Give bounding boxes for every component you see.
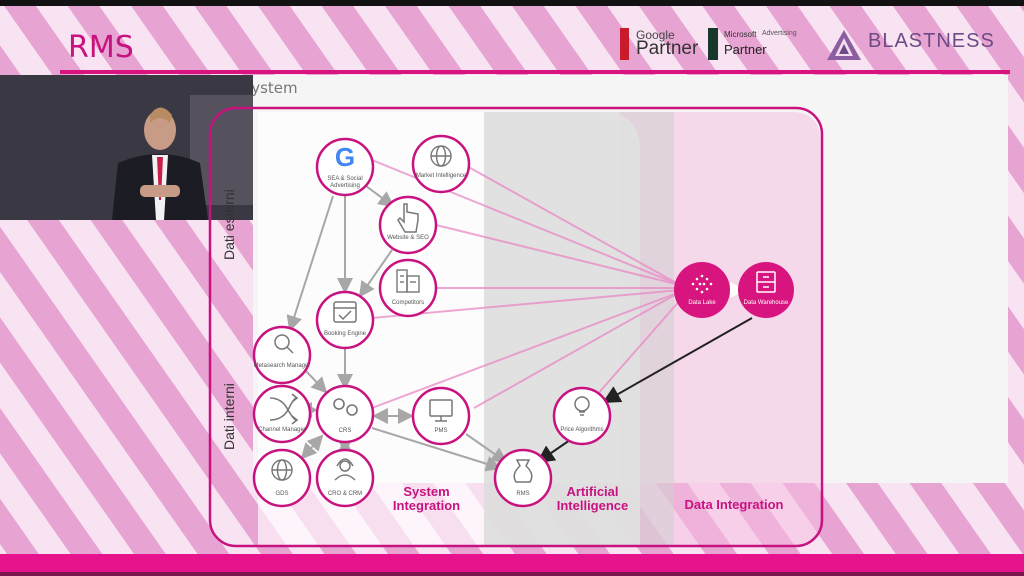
- microsoft-word: Microsoft: [724, 30, 757, 39]
- google-word: Google: [636, 28, 675, 42]
- competitors-node: [378, 258, 438, 318]
- rms-node: [493, 448, 553, 508]
- channel-node: [252, 384, 312, 444]
- external-data-axis-label: Dati esterni: [221, 189, 237, 260]
- website-node: [378, 195, 438, 255]
- google-icon: G: [335, 142, 355, 172]
- headset-icon: [334, 458, 356, 481]
- price-node: [552, 386, 612, 446]
- warehouse-label: Data Warehouse: [743, 300, 789, 306]
- globe-grid-icon: [271, 459, 293, 481]
- booking-node: [315, 290, 375, 350]
- metasearch-node: [252, 325, 312, 385]
- gds-node: [252, 448, 312, 508]
- rms-label: RMS: [516, 491, 530, 497]
- data-integration-label: Data Integration: [684, 497, 784, 512]
- datalake-label: Data Lake: [688, 300, 716, 306]
- svg-text:G: G: [335, 142, 355, 172]
- sea-node: [315, 137, 375, 197]
- microsoft-badge-stripe: [708, 28, 718, 60]
- money-bag-icon: [513, 459, 533, 483]
- warehouse-to-price-arrow: [602, 317, 753, 403]
- globe-icon: [430, 145, 452, 167]
- sea-label: SEA & Social Advertising: [327, 176, 363, 189]
- google-badge-stripe: [620, 28, 629, 60]
- cro-node: [315, 448, 375, 508]
- top-bar: [0, 0, 1024, 6]
- map-pin-icon: [274, 334, 294, 354]
- lightbulb-icon: [574, 396, 590, 416]
- system-integration-label: System Integration: [392, 484, 461, 513]
- cro-label: CRO & CRM: [327, 491, 363, 497]
- header-divider: [60, 70, 1010, 74]
- bottom-line: [0, 572, 1024, 576]
- channel-label: Channel Manager: [258, 427, 306, 433]
- partner-logos: Google Partner Microsoft Advertising Par…: [620, 26, 1000, 66]
- google-partner-badge: Google Partner: [620, 26, 700, 66]
- file-cabinet-icon: [756, 271, 776, 293]
- node-circles: [252, 134, 612, 508]
- brand-name: BLASTNESS: [868, 30, 995, 52]
- website-label: Website & SEO: [387, 235, 429, 241]
- diagram-frame: [208, 106, 824, 548]
- microsoft-partner-badge: Microsoft Advertising Partner: [708, 26, 798, 66]
- page-title: RMS: [68, 30, 134, 65]
- bottom-bar: [0, 554, 1024, 576]
- blastness-logo-icon: [827, 30, 861, 60]
- internal-data-axis-label: Dati interni: [221, 383, 237, 450]
- gds-label: GDS: [275, 491, 289, 497]
- gears-icon: [333, 398, 358, 416]
- metasearch-label: Metasearch Manager: [253, 363, 311, 369]
- data-lake-icon: [691, 274, 713, 294]
- buildings-icon: [396, 269, 420, 293]
- price-label: Price Algorithms: [560, 427, 604, 433]
- market-node: [411, 134, 471, 194]
- warehouse-node: [738, 262, 794, 318]
- calendar-check-icon: [333, 301, 357, 323]
- crs-node: [315, 384, 375, 444]
- artificial-intelligence-label: Artificial Intelligence: [556, 484, 629, 513]
- microsoft-partner-text: Partner: [724, 42, 767, 57]
- datalake-node: [674, 262, 730, 318]
- competitors-label: Competitors: [391, 300, 425, 306]
- hand-pointer-icon: [397, 203, 419, 233]
- microsoft-advertising-word: Advertising: [762, 30, 797, 37]
- crs-label: CRS: [338, 428, 352, 434]
- monitor-icon: [429, 399, 453, 422]
- google-partner-text: Partner: [636, 38, 699, 59]
- booking-label: Booking Engine: [323, 331, 367, 337]
- market-label: Market Intelligence: [415, 173, 467, 179]
- integration-arrows: [286, 185, 508, 472]
- shuffle-icon: [269, 393, 299, 425]
- pms-label: PMS: [434, 428, 448, 434]
